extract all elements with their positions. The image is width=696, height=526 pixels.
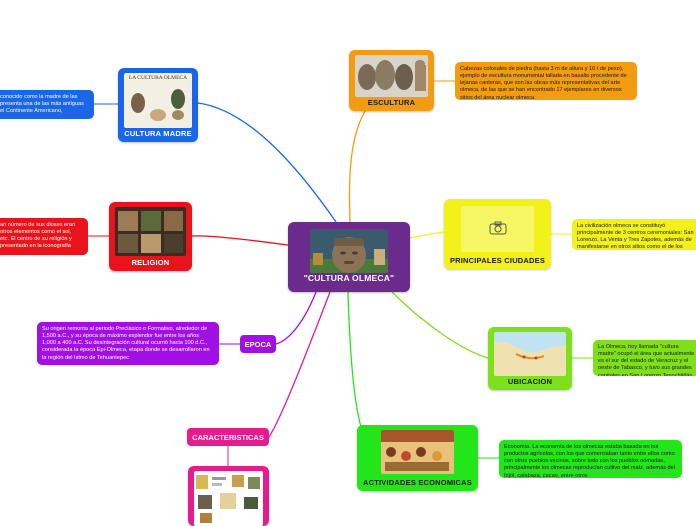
ubicacion-label: UBICACION <box>507 377 553 386</box>
topic-religion[interactable]: RELIGION <box>109 202 192 271</box>
topic-epoca[interactable]: EPOCA <box>240 335 276 353</box>
link-cultura-madre <box>197 102 337 223</box>
topic-escultura[interactable]: ESCULTURA <box>349 50 434 111</box>
central-topic[interactable]: "CULTURA OLMECA" <box>288 222 410 292</box>
cultura-madre-label: CULTURA MADRE <box>124 129 192 138</box>
escultura-label: ESCULTURA <box>367 98 416 107</box>
link-ciudades <box>409 231 445 239</box>
link-religion <box>191 235 289 246</box>
cultura-madre-image: LA CULTURA OLMECA <box>124 73 192 128</box>
olmec-head-image <box>310 229 388 273</box>
link-caracteristicas <box>268 291 331 438</box>
ciudades-label: PRINCIPALES CIUDADES <box>449 256 546 265</box>
topic-principales-ciudades[interactable]: PRINCIPALES CIUDADES <box>444 199 551 269</box>
escultura-note: Cabezas colosales de piedra (hasta 3 m d… <box>455 62 637 100</box>
actividades-note: Economía. La economía de los olmecas est… <box>499 440 682 478</box>
topic-caracteristicas[interactable]: CARACTERISTICAS <box>187 428 269 446</box>
epoca-note: Su origen remonta al periodo Preclásico … <box>37 322 219 365</box>
religion-note: an número de sus dioses eran otros eleme… <box>0 218 88 255</box>
actividades-image <box>381 430 454 474</box>
ubicacion-note: La Olmeca, hoy llamada "cultura madre" o… <box>593 340 696 376</box>
colossal-heads-image <box>355 55 428 97</box>
map-image <box>494 332 566 376</box>
thumb-caption: LA CULTURA OLMECA <box>128 75 188 81</box>
caracteristicas-subnode[interactable] <box>188 466 269 526</box>
camera-icon <box>489 221 507 237</box>
actividades-label: ACTIVIDADES ECONOMICAS <box>363 478 472 487</box>
cultura-madre-note: conocido como la madre de las presenta u… <box>0 90 94 119</box>
ciudades-note: La civilización olmeca se constituyó pri… <box>572 219 696 250</box>
caracteristicas-image <box>194 471 263 526</box>
religion-label: RELIGION <box>131 258 170 267</box>
link-epoca <box>275 291 317 345</box>
religion-image <box>115 207 186 256</box>
ciudades-image-placeholder <box>461 206 534 252</box>
topic-actividades-economicas[interactable]: ACTIVIDADES ECONOMICAS <box>357 425 478 491</box>
topic-ubicacion[interactable]: UBICACION <box>488 327 572 390</box>
topic-cultura-madre[interactable]: LA CULTURA OLMECA CULTURA MADRE <box>118 68 198 142</box>
link-actividades <box>347 291 367 441</box>
central-title: "CULTURA OLMECA" <box>303 273 395 283</box>
link-ubicacion <box>391 291 489 359</box>
